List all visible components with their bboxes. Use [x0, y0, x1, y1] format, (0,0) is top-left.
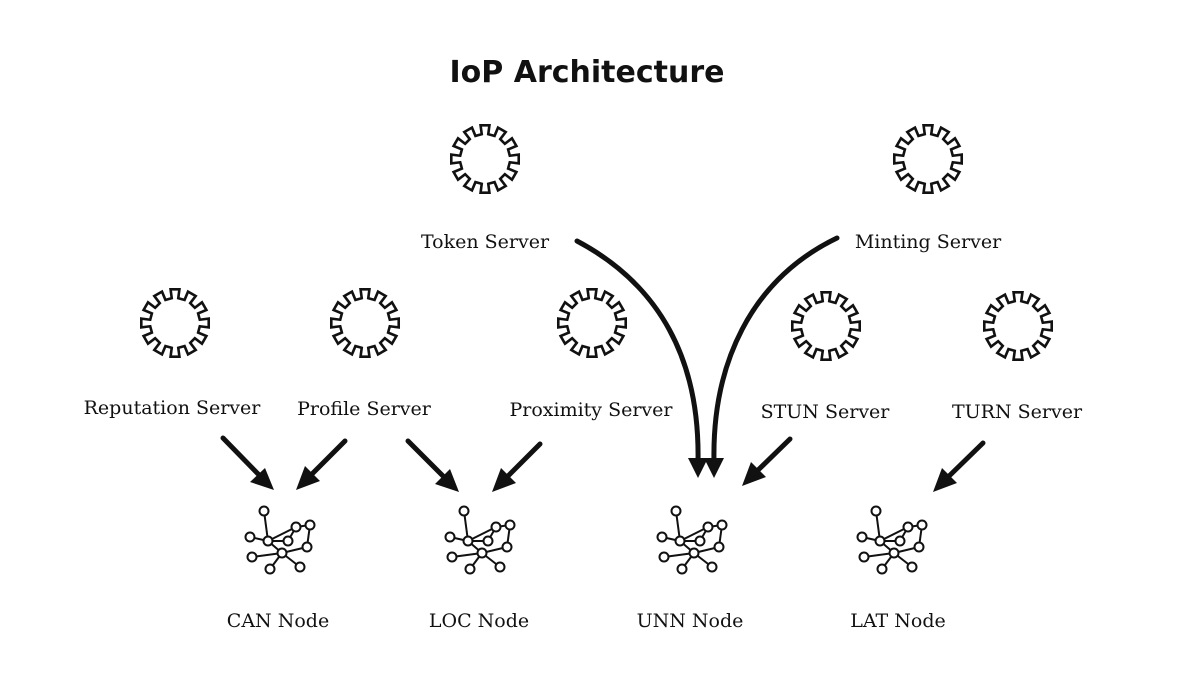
arrowhead: [250, 468, 274, 490]
gear-icon: [892, 123, 964, 195]
server-stun: STUN Server: [761, 290, 891, 423]
node-loc: LOC Node: [429, 505, 529, 632]
arrow-reputation-to-can: [220, 435, 265, 481]
server-label: Reputation Server: [84, 397, 262, 419]
node-unn: UNN Node: [637, 505, 744, 632]
arrow-minting-to-unn: [711, 235, 840, 465]
server-minting: Minting Server: [855, 123, 1002, 253]
arrow-turn-to-lat: [942, 440, 986, 483]
gear-icon: [139, 287, 211, 359]
server-proximity: Proximity Server: [509, 287, 673, 421]
server-label: Token Server: [421, 231, 550, 253]
gear-icon: [449, 123, 521, 195]
node-lat: LAT Node: [850, 505, 946, 632]
node-label: CAN Node: [227, 610, 329, 632]
server-token: Token Server: [421, 123, 550, 253]
server-label: Proximity Server: [509, 399, 673, 421]
network-graph-icon: [656, 505, 728, 575]
server-reputation: Reputation Server: [84, 287, 262, 419]
server-profile: Profile Server: [297, 287, 432, 420]
network-graph-icon: [444, 505, 516, 575]
network-graph-icon: [856, 505, 928, 575]
arrowhead: [296, 466, 320, 490]
arrowhead: [933, 468, 957, 492]
arrowhead: [435, 469, 459, 492]
gear-icon: [329, 287, 401, 359]
network-graph-icon: [244, 505, 316, 575]
connection-arrows: [220, 235, 986, 492]
arrowhead: [704, 458, 724, 478]
server-label: Profile Server: [297, 398, 432, 420]
gear-icon: [982, 290, 1054, 362]
arrow-stun-to-unn: [751, 436, 793, 477]
node-label: LOC Node: [429, 610, 529, 632]
arrow-token-to-unn: [574, 238, 701, 465]
gear-icon: [790, 290, 862, 362]
arrow-profile-to-loc: [405, 438, 450, 483]
page-title: IoP Architecture: [450, 55, 725, 90]
arrowhead: [688, 458, 708, 478]
server-label: TURN Server: [952, 401, 1083, 423]
arrow-proximity-to-loc: [501, 441, 543, 483]
server-label: STUN Server: [761, 401, 891, 423]
node-label: LAT Node: [850, 610, 945, 632]
arrowhead: [492, 468, 516, 492]
arrow-profile-to-can: [305, 438, 348, 481]
gear-icon: [556, 287, 628, 359]
arrowhead: [742, 462, 766, 486]
server-turn: TURN Server: [952, 290, 1083, 423]
server-label: Minting Server: [855, 231, 1002, 253]
node-label: UNN Node: [637, 610, 744, 632]
node-can: CAN Node: [227, 505, 329, 632]
